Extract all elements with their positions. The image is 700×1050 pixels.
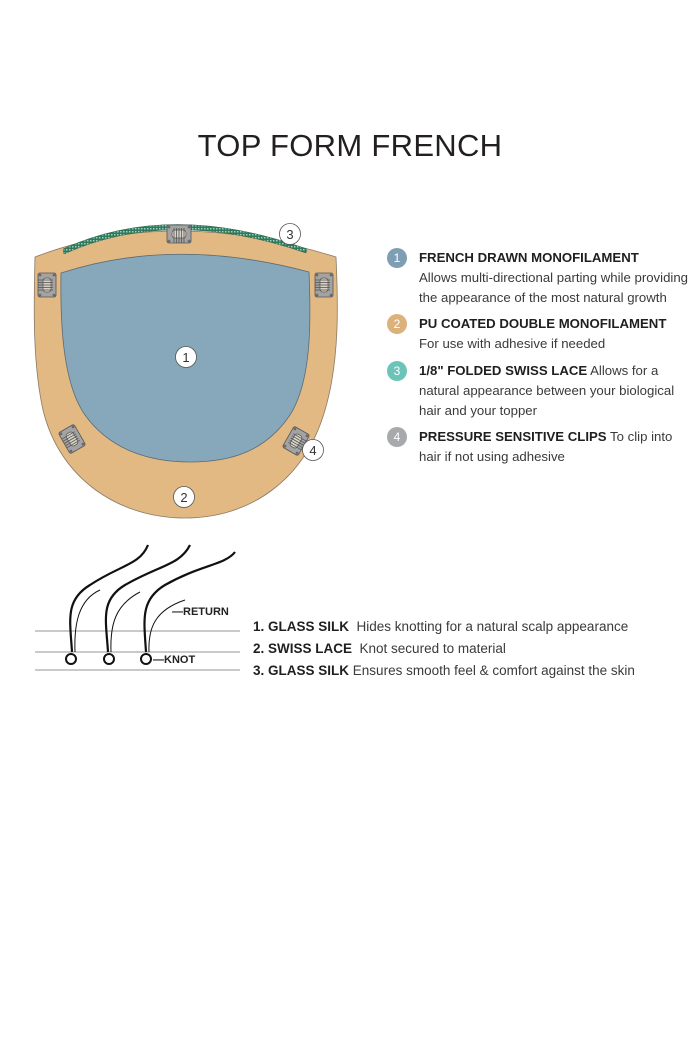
legend-item-clips: 4 PRESSURE SENSITIVE CLIPS To clip into … [387, 427, 697, 467]
legend-text: Allows multi-directional parting while p… [419, 269, 688, 305]
layer-heading: 1. GLASS SILK [253, 619, 350, 634]
layer-heading: 3. GLASS SILK [253, 663, 350, 678]
legend-text: Allows for a natural appearance between … [419, 362, 675, 418]
layer-glass-silk-top: 1. GLASS SILK Hides knotting for a natur… [253, 618, 635, 635]
marker-2: 2 [173, 486, 195, 508]
clip-icon [37, 272, 57, 298]
clip-icon [166, 224, 192, 244]
legend-heading: PU COATED DOUBLE MONOFILAMENT [419, 316, 667, 332]
badge-2: 2 [387, 314, 407, 335]
badge-3: 3 [387, 360, 407, 381]
layer-text: Knot secured to material [359, 641, 506, 656]
hair-strands [69, 544, 236, 653]
legend-item-swiss-lace: 3 1/8" FOLDED SWISS LACE Allows for a na… [387, 360, 697, 420]
layer-text: Hides knotting for a natural scalp appea… [356, 619, 629, 634]
layer-list: 1. GLASS SILK Hides knotting for a natur… [253, 618, 635, 679]
clip-icon [314, 272, 334, 298]
legend-text: To clip into hair if not using adhesive [419, 429, 673, 465]
legend-heading: FRENCH DRAWN MONOFILAMENT [419, 250, 639, 265]
badge-4: 4 [387, 427, 407, 448]
knot-icons [65, 653, 152, 665]
page-title: TOP FORM FRENCH [197, 128, 503, 163]
legend-text: For use with adhesive if needed [419, 336, 606, 352]
legend-item-french-drawn: 1 FRENCH DRAWN MONOFILAMENT Allows multi-… [387, 248, 697, 307]
svg-text:4: 4 [309, 443, 316, 458]
layer-text: Ensures smooth feel & comfort against th… [352, 663, 635, 678]
legend: 1 FRENCH DRAWN MONOFILAMENT Allows multi-… [387, 248, 697, 467]
layer-swiss-lace: 2. SWISS LACE Knot secured to material [253, 640, 635, 657]
marker-4: 4 [302, 439, 324, 461]
legend-heading: 1/8" FOLDED SWISS LACE [419, 362, 588, 378]
legend-item-pu-coated: 2 PU COATED DOUBLE MONOFILAMENT For use w… [387, 314, 697, 354]
svg-text:2: 2 [180, 490, 187, 505]
layer-lines [35, 630, 240, 671]
return-label: —RETURN [172, 606, 229, 618]
legend-heading: PRESSURE SENSITIVE CLIPS [419, 429, 607, 445]
svg-text:3: 3 [286, 227, 293, 242]
marker-3: 3 [279, 223, 301, 245]
marker-1: 1 [175, 346, 197, 368]
layer-glass-silk-bottom: 3. GLASS SILK Ensures smooth feel & comf… [253, 662, 635, 679]
layer-heading: 2. SWISS LACE [253, 641, 353, 656]
badge-1: 1 [387, 248, 407, 268]
svg-text:1: 1 [182, 350, 189, 365]
swiss-lace-strip [62, 224, 308, 255]
knot-label: —KNOT [153, 654, 196, 666]
